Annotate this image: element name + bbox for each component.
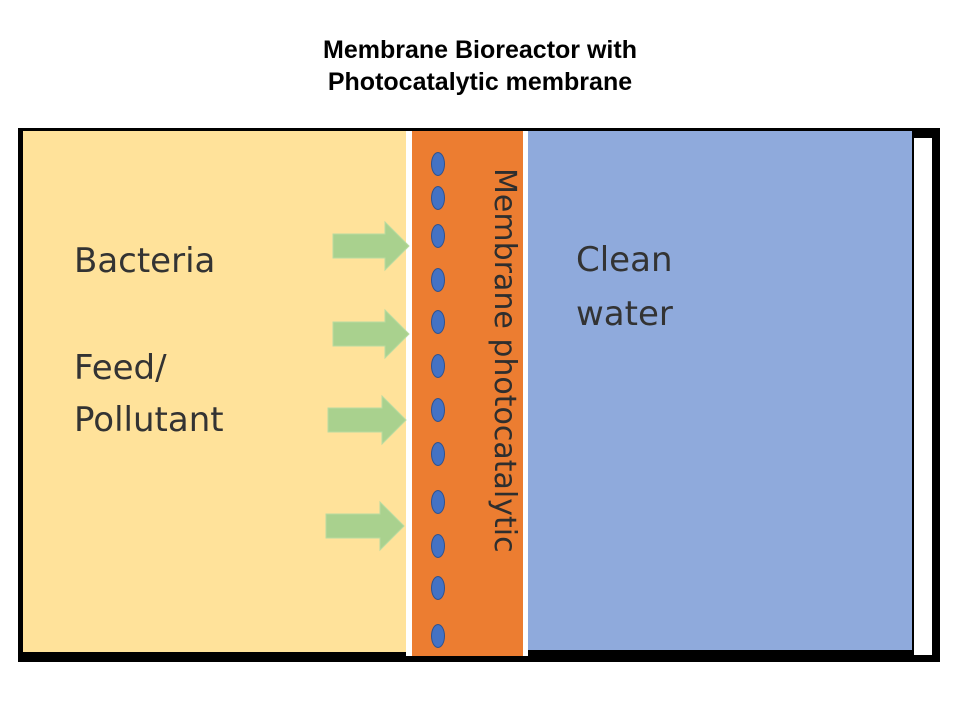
pore-dot xyxy=(431,442,445,466)
pore-dot xyxy=(431,398,445,422)
pore-dot xyxy=(431,268,445,292)
pore-dot xyxy=(431,224,445,248)
right-arrow-icon xyxy=(325,500,405,552)
water-label: water xyxy=(576,294,673,334)
pore-dot xyxy=(431,310,445,334)
pore-dot xyxy=(431,624,445,648)
pore-dot xyxy=(431,490,445,514)
pore-dot xyxy=(431,186,445,210)
feed-label: Feed/ xyxy=(74,348,167,388)
pore-dot xyxy=(431,152,445,176)
right-arrow-icon xyxy=(332,220,410,272)
pore-dot xyxy=(431,576,445,600)
right-arrow-icon xyxy=(327,394,407,446)
bacteria-label: Bacteria xyxy=(74,241,216,281)
membrane-left-edge xyxy=(406,131,412,656)
feed-compartment xyxy=(23,131,406,652)
pollutant-label: Pollutant xyxy=(74,400,224,440)
pore-dot xyxy=(431,534,445,558)
diagram-title: Membrane Bioreactor with Photocatalytic … xyxy=(0,34,960,98)
title-line-2: Photocatalytic membrane xyxy=(327,68,633,96)
frame-right-strip xyxy=(914,138,932,655)
membrane-right-edge xyxy=(523,131,528,656)
clean-label: Clean xyxy=(576,240,673,280)
photocatalytic-membrane xyxy=(412,131,523,656)
title-line-1: Membrane Bioreactor with xyxy=(323,36,637,64)
clean-water-compartment xyxy=(528,131,912,650)
pore-dot xyxy=(431,354,445,378)
membrane-label: Membrane photocatalytic xyxy=(487,168,522,553)
right-arrow-icon xyxy=(332,308,410,360)
